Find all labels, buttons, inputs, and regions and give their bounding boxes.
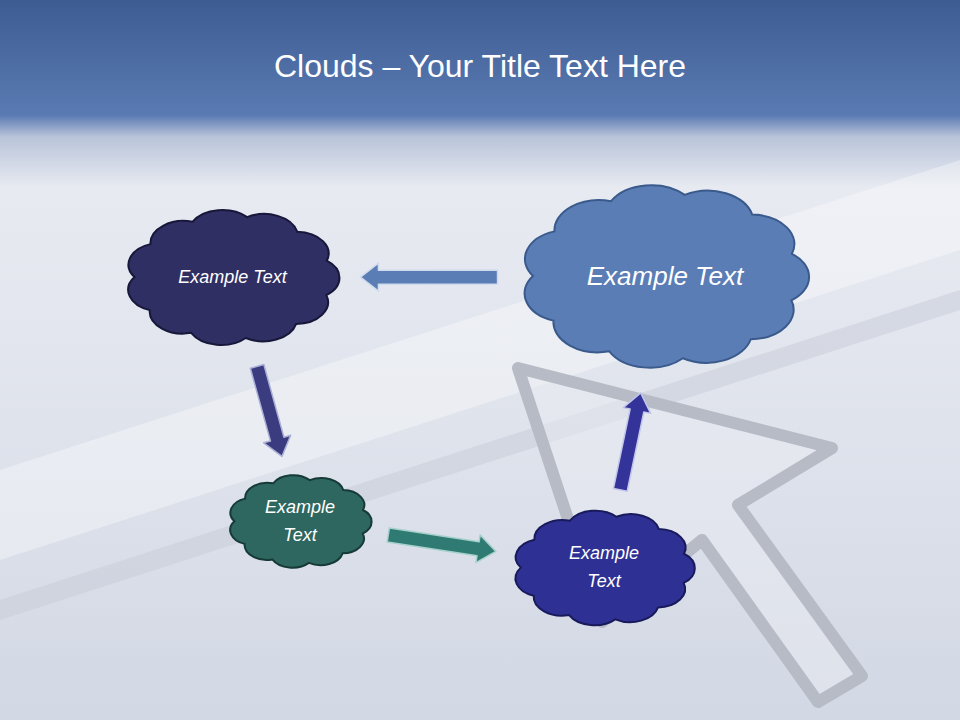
text-holder: Example Text	[110, 195, 355, 360]
cloud-label: Example Text	[178, 264, 286, 292]
cloud-label: Example Text	[587, 256, 744, 296]
cloud-node: Example Text	[110, 195, 355, 360]
cloud-node: Example Text	[500, 498, 708, 638]
block-arrow	[250, 365, 290, 457]
cloud-node: Example Text	[500, 165, 830, 388]
cloud-node: Example Text	[218, 465, 382, 578]
address-bar-band	[0, 160, 960, 560]
cloud-label: Example Text	[559, 540, 649, 596]
cloud-shape	[515, 511, 694, 626]
text-holder: Example Text	[500, 498, 708, 638]
text-holder: Example Text	[500, 165, 830, 388]
block-arrow	[387, 528, 496, 562]
title-bar: Clouds – Your Title Text Here	[0, 48, 960, 85]
slide-title: Clouds – Your Title Text Here	[274, 48, 686, 85]
cloud-outline	[500, 498, 708, 638]
cloud-shape	[230, 475, 371, 567]
cloud-label: Example Text	[255, 494, 345, 550]
cloud-shape	[128, 210, 339, 345]
cloud-outline	[218, 465, 382, 578]
text-holder: Example Text	[218, 465, 382, 578]
cloud-shape	[525, 185, 810, 367]
block-arrow	[614, 393, 651, 491]
block-arrow	[360, 263, 497, 291]
